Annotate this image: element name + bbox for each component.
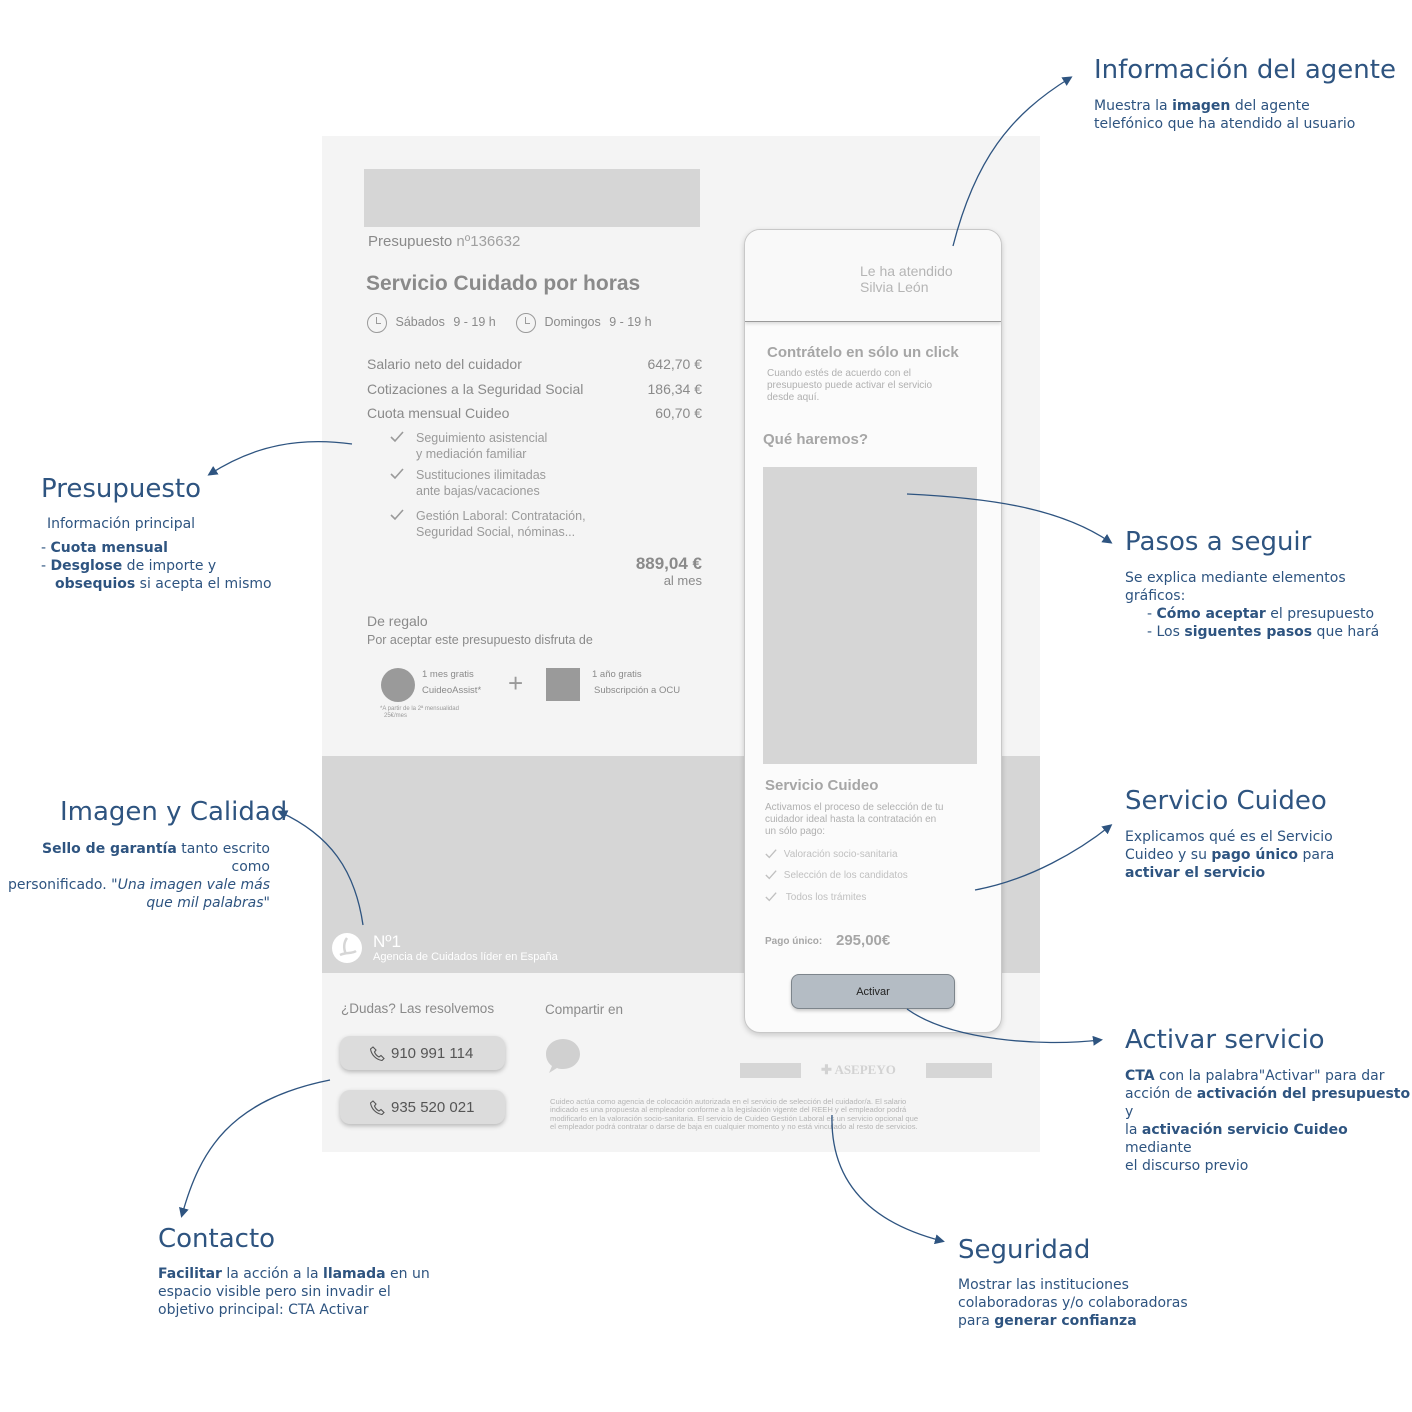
annotation-imagen-text: Sello de garantía tanto escrito como per…: [8, 841, 270, 911]
contract-title: Contrátelo en sólo un click: [767, 344, 959, 361]
steps-graphic-placeholder: [763, 467, 977, 764]
clock-icon: [367, 313, 387, 333]
schedule-sunday: Domingos 9 - 19 h: [516, 313, 652, 333]
annotation-pasos-text: Se explica mediante elementos gráficos: …: [1125, 570, 1380, 640]
annotation-pasos-title: Pasos a seguir: [1125, 527, 1312, 557]
annotation-seguridad-text: Mostrar las instituciones colaboradoras …: [958, 1277, 1188, 1329]
phone-button[interactable]: 910 991 114: [340, 1036, 505, 1070]
annotation-presupuesto-text: Información principal - Cuota mensual - …: [41, 516, 272, 592]
annotation-seguridad-title: Seguridad: [958, 1235, 1091, 1265]
annotation-presupuesto-title: Presupuesto: [41, 474, 201, 504]
legal-text: Cuideo actúa como agencia de colocación …: [550, 1097, 919, 1132]
service-item: Valoración socio-sanitaria: [765, 848, 898, 860]
annotation-imagen-title: Imagen y Calidad: [60, 797, 288, 827]
annotation-servicio-text: Explicamos qué es el Servicio Cuideo y s…: [1125, 829, 1335, 881]
annotation-agente-text: Muestra la imagen del agente telefónico …: [1094, 98, 1356, 132]
arrow-imagen: [277, 810, 364, 926]
clock-icon: [516, 313, 536, 333]
total-period: al mes: [663, 573, 702, 588]
service-item: Todos los trámites: [765, 891, 866, 903]
phone-icon: [370, 1099, 385, 1115]
agent-header: Le ha atendido Silvia León: [745, 230, 1001, 322]
check-icon: [390, 468, 404, 480]
schedule-saturday: Sábados 9 - 19 h: [367, 313, 496, 333]
partner-logo: [740, 1063, 801, 1078]
service-title: Servicio Cuidado por horas: [366, 272, 641, 295]
banner-title: Nº1: [373, 932, 401, 951]
annotation-servicio-title: Servicio Cuideo: [1125, 786, 1327, 816]
service-title: Servicio Cuideo: [765, 777, 879, 794]
price-value: 295,00€: [836, 932, 891, 949]
annotation-contacto-title: Contacto: [158, 1224, 276, 1254]
activar-button[interactable]: Activar: [791, 974, 955, 1009]
phone-icon: [370, 1045, 385, 1061]
agent-name: Silvia León: [860, 279, 929, 295]
share-label: Compartir en: [545, 1002, 624, 1017]
gift-text: Por aceptar este presupuesto disfruta de: [367, 633, 593, 647]
check-icon: [765, 892, 777, 902]
check-icon: [765, 849, 777, 859]
partner-logo-asepeyo: ✚ ASEPEYO: [821, 1062, 896, 1077]
check-icon: [765, 870, 777, 880]
service-item: Selección de los candidatos: [765, 869, 908, 881]
mobile-action-card: Le ha atendido Silvia León Contrátelo en…: [744, 229, 1002, 1033]
brand-seal-icon: [332, 933, 362, 963]
arrow-seguridad: [831, 1114, 945, 1245]
what-title: Qué haremos?: [763, 431, 869, 448]
annotation-activar-title: Activar servicio: [1125, 1025, 1325, 1055]
total-price: 889,04 €: [635, 554, 702, 573]
banner-subtitle: Agencia de Cuidados líder en España: [373, 951, 558, 963]
gift-ocu-image: [546, 668, 580, 701]
arrow-servicio: [974, 824, 1113, 891]
dudas-label: ¿Dudas? Las resolvemos: [341, 1001, 495, 1016]
gift-title: De regalo: [367, 613, 428, 629]
annotation-agente-title: Información del agente: [1094, 55, 1396, 85]
check-icon: [390, 509, 404, 521]
plus-icon: +: [508, 668, 524, 698]
annotation-activar-text: CTA con la palabra"Activar" para dar acc…: [1125, 1068, 1411, 1174]
gift-assist-image: [381, 668, 415, 702]
arrow-contacto: [179, 1079, 331, 1218]
feature-item: Gestión Laboral: Contratación,Seguridad …: [416, 509, 586, 539]
attended-label: Le ha atendido: [860, 263, 953, 279]
arrow-presupuesto: [207, 440, 353, 476]
logo-placeholder: [364, 169, 700, 227]
arrow-pasos: [906, 493, 1113, 544]
budget-number: Presupuesto nº136632: [368, 233, 521, 250]
phone-button[interactable]: 935 520 021: [340, 1090, 505, 1124]
partner-logo: [926, 1063, 992, 1078]
annotation-contacto-text: Facilitar la acción a la llamada en un e…: [158, 1266, 430, 1318]
arrow-agente: [952, 76, 1073, 247]
chat-share-icon[interactable]: [544, 1037, 582, 1075]
check-icon: [390, 431, 404, 443]
arrow-activar: [906, 1008, 1103, 1046]
price-label: Pago único:: [765, 936, 823, 947]
